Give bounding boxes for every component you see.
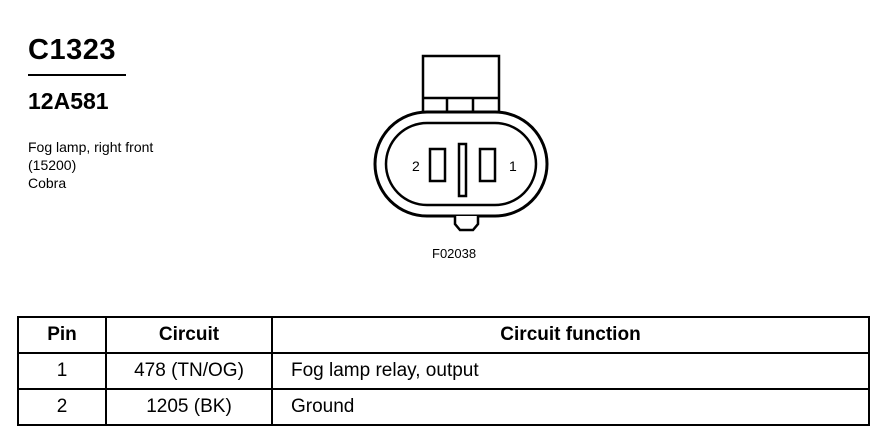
circuit-cell: 1205 (BK) — [105, 388, 273, 426]
column-header-circuit: Circuit — [105, 316, 273, 354]
pin-2-label: 2 — [412, 158, 420, 174]
connector-latch — [421, 54, 501, 120]
figure-reference: F02038 — [432, 246, 477, 261]
pin-table: Pin Circuit Circuit function 1 478 (TN/O… — [17, 316, 870, 426]
pin-cell: 2 — [17, 388, 107, 426]
title-underline — [28, 74, 126, 76]
table-header-row: Pin Circuit Circuit function — [17, 316, 870, 354]
connector-description: Fog lamp, right front (15200) Cobra — [28, 138, 153, 192]
circuit-function-cell: Fog lamp relay, output — [271, 352, 870, 390]
table-row: 2 1205 (BK) Ground — [17, 388, 870, 426]
pin-2-terminal — [428, 147, 447, 183]
table-row: 1 478 (TN/OG) Fog lamp relay, output — [17, 352, 870, 390]
part-number: 12A581 — [28, 88, 109, 114]
connector-id: C1323 — [28, 34, 116, 66]
circuit-cell: 478 (TN/OG) — [105, 352, 273, 390]
connector-key — [453, 216, 480, 232]
column-header-pin: Pin — [17, 316, 107, 354]
circuit-function-cell: Ground — [271, 388, 870, 426]
connector-face-diagram: 2 1 — [373, 54, 549, 232]
pin-1-label: 1 — [509, 158, 517, 174]
pin-cell: 1 — [17, 352, 107, 390]
connector-housing-inner — [384, 121, 538, 207]
pin-1-terminal — [478, 147, 497, 183]
description-line: Fog lamp, right front — [28, 139, 154, 155]
center-divider — [457, 142, 468, 198]
description-line: Cobra — [28, 175, 67, 191]
column-header-circuit-function: Circuit function — [271, 316, 870, 354]
description-line: (15200) — [28, 157, 77, 173]
